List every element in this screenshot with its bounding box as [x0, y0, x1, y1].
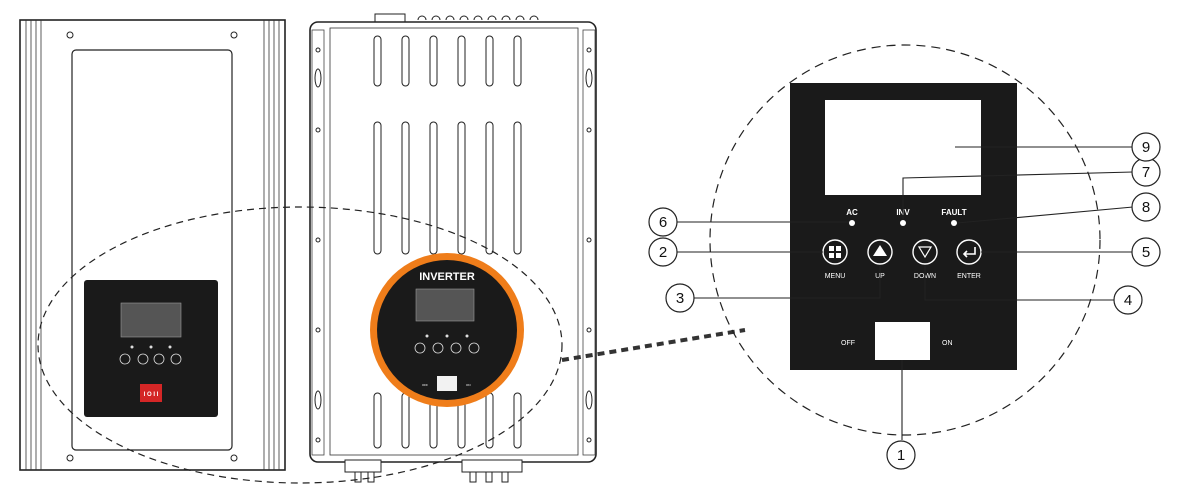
callout-1: 1: [897, 447, 905, 464]
middle-menu-button[interactable]: [414, 342, 426, 354]
middle-inverter-unit: INVERTER OFF ON: [309, 13, 597, 483]
callout-4: 4: [1124, 292, 1132, 309]
callout-6: 6: [659, 214, 667, 231]
middle-lcd-screen: [415, 288, 475, 322]
enter-label: ENTER: [957, 273, 981, 280]
switch-symbol: I O I I: [144, 392, 159, 398]
round-panel: [377, 260, 517, 400]
left-enter-button[interactable]: [170, 353, 182, 365]
left-lcd-screen: [120, 302, 182, 338]
callout-3: 3: [676, 290, 684, 307]
down-arrow-icon: [917, 246, 933, 259]
windows-icon: [829, 246, 841, 258]
enter-button[interactable]: [956, 239, 982, 265]
up-arrow-icon: [873, 245, 887, 256]
inv-indicator: [900, 220, 906, 226]
power-switch[interactable]: [875, 322, 930, 360]
middle-power-switch[interactable]: [437, 376, 457, 391]
left-up-button[interactable]: [137, 353, 149, 365]
screw-icon: [230, 454, 238, 462]
left-down-button[interactable]: [153, 353, 165, 365]
switch-off-label: OFF: [841, 340, 855, 347]
enter-arrow-icon: [962, 247, 976, 258]
ac-label: AC: [846, 208, 858, 217]
left-power-switch[interactable]: [140, 384, 162, 402]
callout-8: 8: [1142, 199, 1150, 216]
middle-enter-button[interactable]: [468, 342, 480, 354]
zoom-circle: [709, 44, 1101, 436]
menu-label: MENU: [825, 273, 846, 280]
fault-indicator: [951, 220, 957, 226]
middle-off-label: OFF: [422, 383, 428, 387]
screw-icon: [230, 31, 238, 39]
middle-down-button[interactable]: [450, 342, 462, 354]
callout-lines: [677, 146, 1134, 440]
zoom-connector: [561, 328, 746, 362]
zoom-region-ellipse: [37, 206, 563, 484]
screw-icon: [66, 31, 74, 39]
middle-on-label: ON: [466, 383, 471, 387]
up-button[interactable]: [867, 239, 893, 265]
callout-2: 2: [659, 244, 667, 261]
screw-icon: [66, 454, 74, 462]
left-inverter-unit: I O I I: [19, 19, 286, 471]
fault-label: FAULT: [941, 208, 966, 217]
brand-label: INVERTER: [419, 271, 475, 283]
middle-up-button[interactable]: [432, 342, 444, 354]
callout-markers: 1 2 3 4 5 6 7 8 9: [648, 132, 1161, 470]
down-button[interactable]: [912, 239, 938, 265]
left-menu-button[interactable]: [119, 353, 131, 365]
switch-on-label: ON: [942, 340, 953, 347]
zoomed-control-panel: AC INV FAULT MENU UP DOWN: [790, 83, 1017, 370]
callout-9: 9: [1142, 139, 1150, 156]
menu-button[interactable]: [822, 239, 848, 265]
callout-5: 5: [1142, 244, 1150, 261]
ac-indicator: [849, 220, 855, 226]
callout-7: 7: [1142, 164, 1150, 181]
